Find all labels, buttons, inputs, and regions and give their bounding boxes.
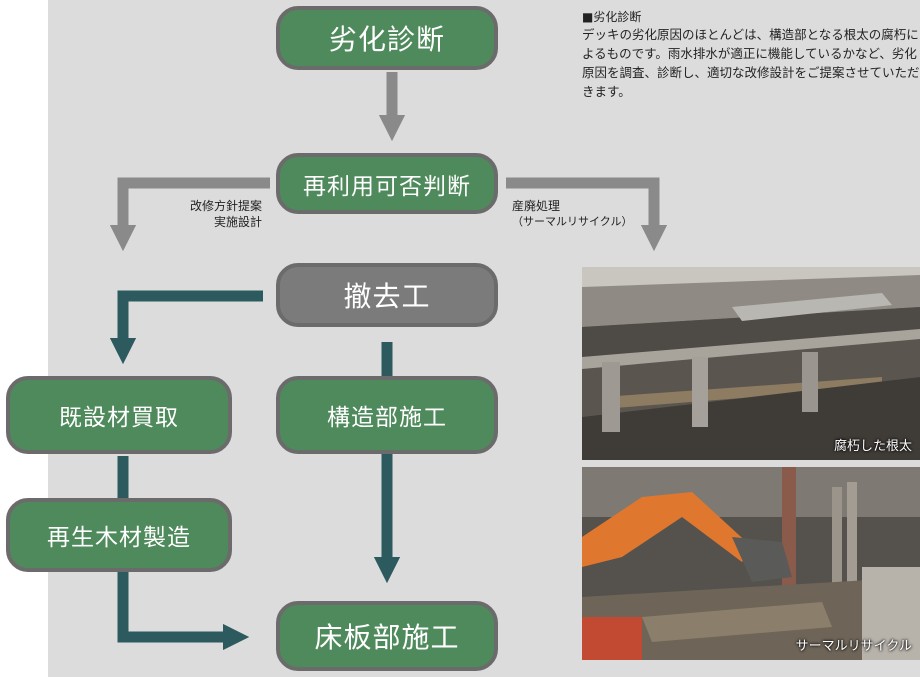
label-renovation-plan-line1: 改修方針提案 [189,199,262,213]
label-industrial-waste-line1: 産廃処理 [512,199,561,213]
node-existing-material-purchase: 既設材買取 [6,376,232,454]
node-reuse-judgment: 再利用可否判断 [276,153,498,214]
node-recycled-wood-manufacturing: 再生木材製造 [6,498,232,572]
note-title: ■劣化診断 [582,10,642,24]
label-renovation-plan-line2: 実施設計 [213,215,262,229]
thermal-recycle-image [582,467,920,660]
caption-rotted-joist: 腐朽した根太 [833,439,912,454]
label-renovation-plan: 改修方針提案 実施設計 [166,198,262,230]
node-removal: 撤去工 [276,263,498,327]
rotted-joist-image [582,267,920,460]
photo-thermal-recycle: サーマルリサイクル [582,467,920,660]
arrow-removal-to-purchase [109,290,263,365]
caption-thermal-recycle: サーマルリサイクル [795,639,912,654]
node-deck-construction: 床板部施工 [276,601,498,671]
label-industrial-waste: 産廃処理 （サーマルリサイクル） [512,198,632,230]
photo-rotted-joist: 腐朽した根太 [582,267,920,460]
arrow-judgment-to-design [109,177,270,252]
node-deterioration-diagnosis: 劣化診断 [276,6,498,70]
label-industrial-waste-line2: （サーマルリサイクル） [512,215,633,228]
arrow-recycled-to-deck [117,566,250,651]
arrow-judgment-to-disposal [506,177,668,252]
node-structure-construction: 構造部施工 [276,376,498,454]
note-body: デッキの劣化原因のほとんどは、構造部となる根太の腐朽によるものです。雨水排水が適… [582,27,920,99]
